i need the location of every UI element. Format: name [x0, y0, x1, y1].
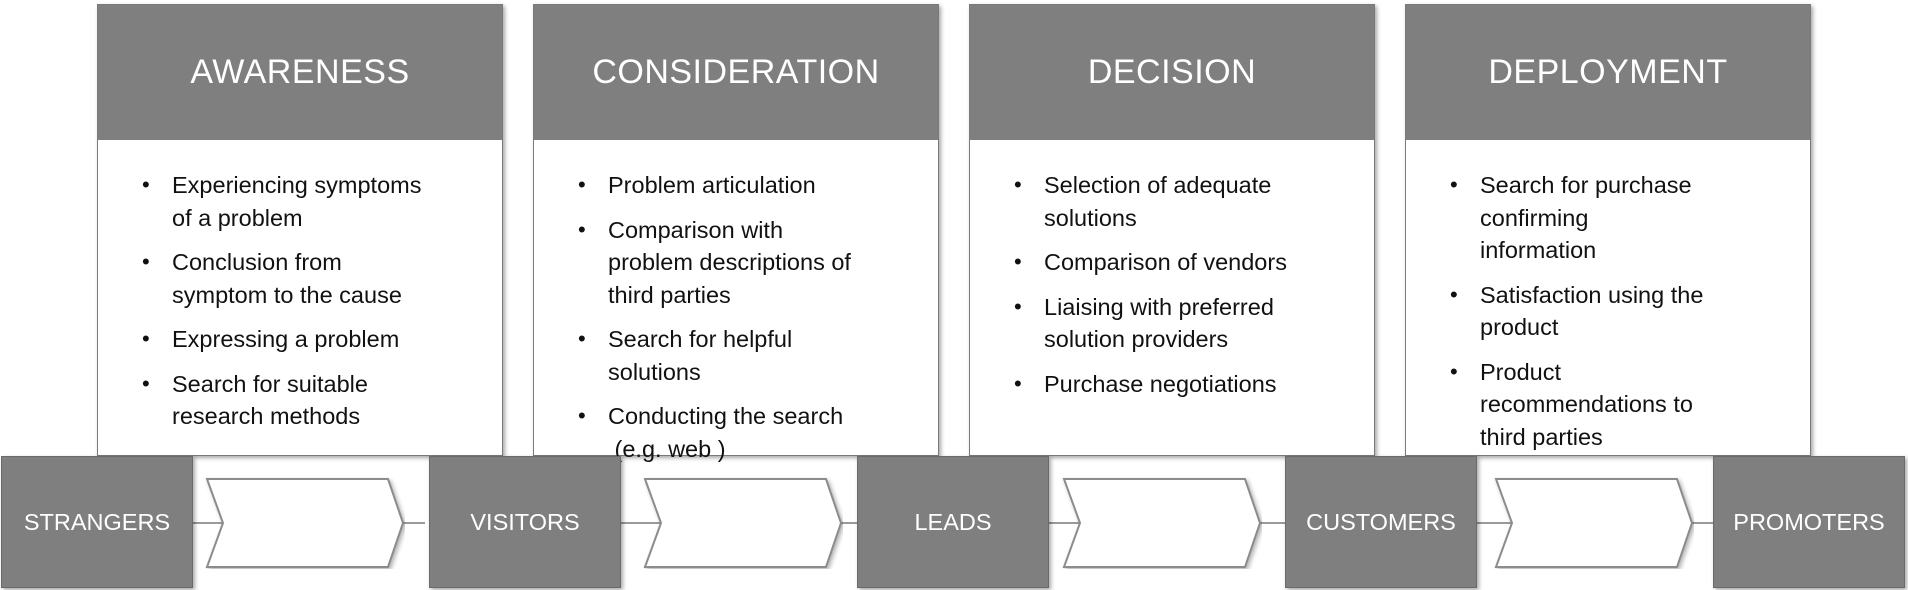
stage-consideration: CONSIDERATION Problem articulation Compa…: [533, 4, 939, 462]
stage-title: AWARENESS: [98, 5, 502, 140]
stage-deployment: DEPLOYMENT Search for purchaseconfirming…: [1405, 4, 1811, 456]
stage-decision: DECISION Selection of adequatesolutions …: [969, 4, 1375, 456]
persona-strangers: STRANGERS: [1, 456, 193, 588]
persona-leads: LEADS: [857, 456, 1049, 588]
chevron-arrow-icon: [1062, 478, 1262, 568]
stage-bullet-list: Search for purchaseconfirminginformation…: [1406, 140, 1810, 453]
stage-title: CONSIDERATION: [534, 5, 938, 140]
persona-customers: CUSTOMERS: [1285, 456, 1477, 588]
stage-title: DECISION: [970, 5, 1374, 140]
chevron-arrow-icon: [1494, 478, 1694, 568]
stage-item: Comparison of vendors: [970, 246, 1354, 279]
chevron-arrow-icon: [205, 478, 405, 568]
persona-promoters: PROMOTERS: [1713, 456, 1905, 588]
chevron-arrow-icon: [643, 478, 843, 568]
persona-visitors: VISITORS: [429, 456, 621, 588]
stage-bullet-list: Problem articulation Comparison withprob…: [534, 140, 938, 465]
stage-item: Problem articulation: [534, 169, 918, 202]
stage-item: Purchase negotiations: [970, 368, 1354, 401]
stage-item: Expressing a problem: [98, 323, 482, 356]
stage-item: Conducting the search (e.g. web ): [534, 400, 918, 465]
stage-title: DEPLOYMENT: [1406, 5, 1810, 140]
